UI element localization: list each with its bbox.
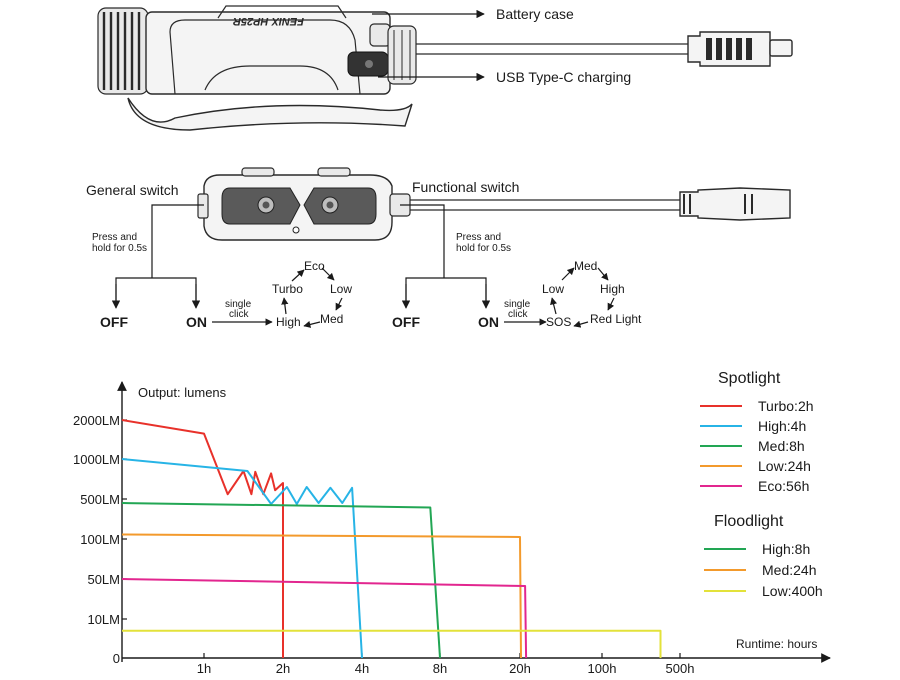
legend-item-label: Med:24h — [762, 562, 816, 578]
functional-switch-button — [303, 187, 377, 225]
functional-on-label: ON — [478, 314, 499, 330]
legend-group-title: Floodlight — [714, 513, 784, 530]
functional-cycle-med: Med — [574, 259, 597, 273]
functional-single-click-line1: single — [504, 299, 531, 310]
functional-off-label: OFF — [392, 314, 420, 330]
general-switch-label: General switch — [86, 182, 179, 198]
y-tick-label: 2000LM — [73, 413, 120, 428]
general-off-label: OFF — [100, 314, 128, 330]
y-tick-label: 50LM — [87, 572, 120, 587]
x-tick-label: 1h — [197, 661, 211, 675]
y-tick-label: 100LM — [80, 532, 120, 547]
general-switch-flow: Press and hold for 0.5s OFF ON single cl… — [92, 204, 352, 330]
legend-group-title: Spotlight — [718, 370, 781, 387]
functional-press-hold-line2: hold for 0.5s — [456, 243, 511, 254]
legend-item-label: Turbo:2h — [758, 398, 814, 414]
series-line — [121, 458, 363, 659]
lamp-head-illustration — [197, 167, 791, 241]
functional-switch-flow: Press and hold for 0.5s OFF ON single cl… — [392, 204, 642, 330]
x-tick-label: 2h — [276, 661, 290, 675]
x-tick-labels: 1h 2h 4h 8h 20h 100h 500h — [197, 653, 695, 676]
legend-item-label: High:8h — [762, 541, 810, 557]
series-line — [122, 629, 662, 658]
series-lines — [121, 419, 662, 659]
functional-cycle-high: High — [600, 282, 625, 296]
series-line — [121, 419, 284, 658]
x-tick-label: 20h — [509, 661, 531, 675]
legend-item-label: Med:8h — [758, 438, 805, 454]
legend-item-label: High:4h — [758, 418, 806, 434]
series-line — [121, 502, 441, 659]
legend-item-label: Low:400h — [762, 583, 823, 599]
y-axis-label: Output: lumens — [138, 385, 227, 400]
series-line — [121, 578, 528, 659]
end-cap-knurl — [97, 7, 149, 95]
usb-charging-label: USB Type-C charging — [496, 69, 631, 85]
general-press-hold-line1: Press and — [92, 232, 137, 243]
x-tick-label: 500h — [666, 661, 695, 675]
y-tick-label: 1000LM — [73, 452, 120, 467]
x-tick-label: 100h — [588, 661, 617, 675]
general-cycle-eco: Eco — [304, 259, 325, 273]
functional-switch-label: Functional switch — [412, 179, 519, 195]
functional-cycle-low: Low — [542, 282, 564, 296]
battery-case-label: Battery case — [496, 6, 574, 22]
general-cycle-high: High — [276, 315, 301, 329]
y-tick-label: 0 — [113, 651, 120, 666]
x-tick-label: 4h — [355, 661, 369, 675]
functional-cycle-red-light: Red Light — [590, 312, 642, 326]
y-tick-label: 500LM — [80, 492, 120, 507]
x-tick-label: 8h — [433, 661, 447, 675]
functional-single-click-line2: click — [508, 309, 528, 320]
mounting-bracket — [127, 97, 413, 131]
battery-case-illustration: FENIX HP25R — [97, 5, 793, 131]
functional-cycle-sos: SOS — [546, 315, 571, 329]
x-axis-label: Runtime: hours — [736, 637, 817, 651]
series-line — [121, 533, 522, 659]
general-single-click-line1: single — [225, 299, 252, 310]
y-tick-labels: 2000LM 1000LM 500LM 100LM 50LM 10LM 0 — [73, 413, 127, 666]
legend-item-label: Eco:56h — [758, 478, 809, 494]
general-cycle-turbo: Turbo — [272, 282, 303, 296]
general-on-label: ON — [186, 314, 207, 330]
brand-mark: FENIX HP25R — [233, 15, 304, 27]
y-tick-label: 10LM — [87, 612, 120, 627]
general-cycle-med: Med — [320, 312, 343, 326]
head-cable-connector — [679, 187, 791, 221]
general-single-click-line2: click — [229, 309, 249, 320]
runtime-chart: Output: lumens Runtime: hours 2000LM 1000… — [73, 381, 831, 676]
legend: SpotlightTurbo:2hHigh:4hMed:8hLow:24hEco… — [700, 370, 823, 599]
legend-item-label: Low:24h — [758, 458, 811, 474]
general-cycle-low: Low — [330, 282, 352, 296]
functional-press-hold-line1: Press and — [456, 232, 501, 243]
general-press-hold-line2: hold for 0.5s — [92, 243, 147, 254]
